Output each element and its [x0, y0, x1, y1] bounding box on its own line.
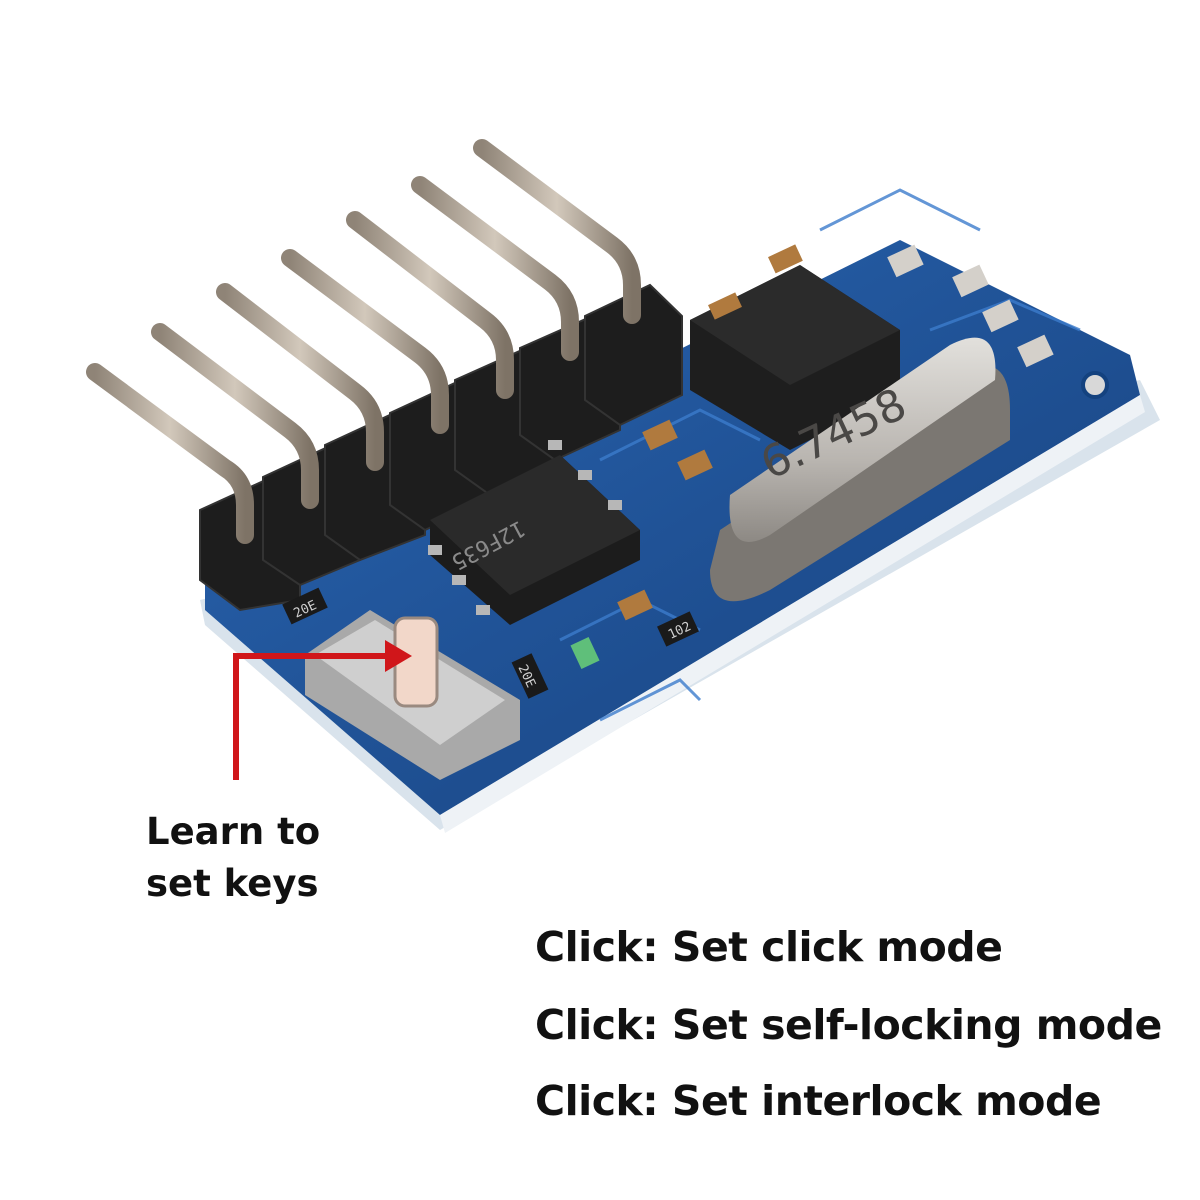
mcu-chip: 12F635 — [428, 440, 640, 625]
learn-key-label: Learn to set keys — [146, 806, 320, 910]
crystal-oscillator: 6.7458 — [710, 337, 1010, 602]
interlock-mode-text: Click: Set interlock mode — [535, 1077, 1102, 1125]
learn-label-line-2: set keys — [146, 862, 319, 905]
self-locking-mode-text: Click: Set self-locking mode — [535, 1001, 1162, 1049]
arrow-icon — [233, 640, 412, 780]
click-mode-text: Click: Set click mode — [535, 923, 1003, 971]
decoder-chip — [690, 265, 900, 450]
resistor-markings: 20E 20E 102 — [282, 587, 699, 699]
learn-button — [305, 610, 520, 780]
pin-header — [86, 139, 683, 612]
smd-components — [570, 244, 1109, 670]
learn-label-line-1: Learn to — [146, 810, 321, 853]
